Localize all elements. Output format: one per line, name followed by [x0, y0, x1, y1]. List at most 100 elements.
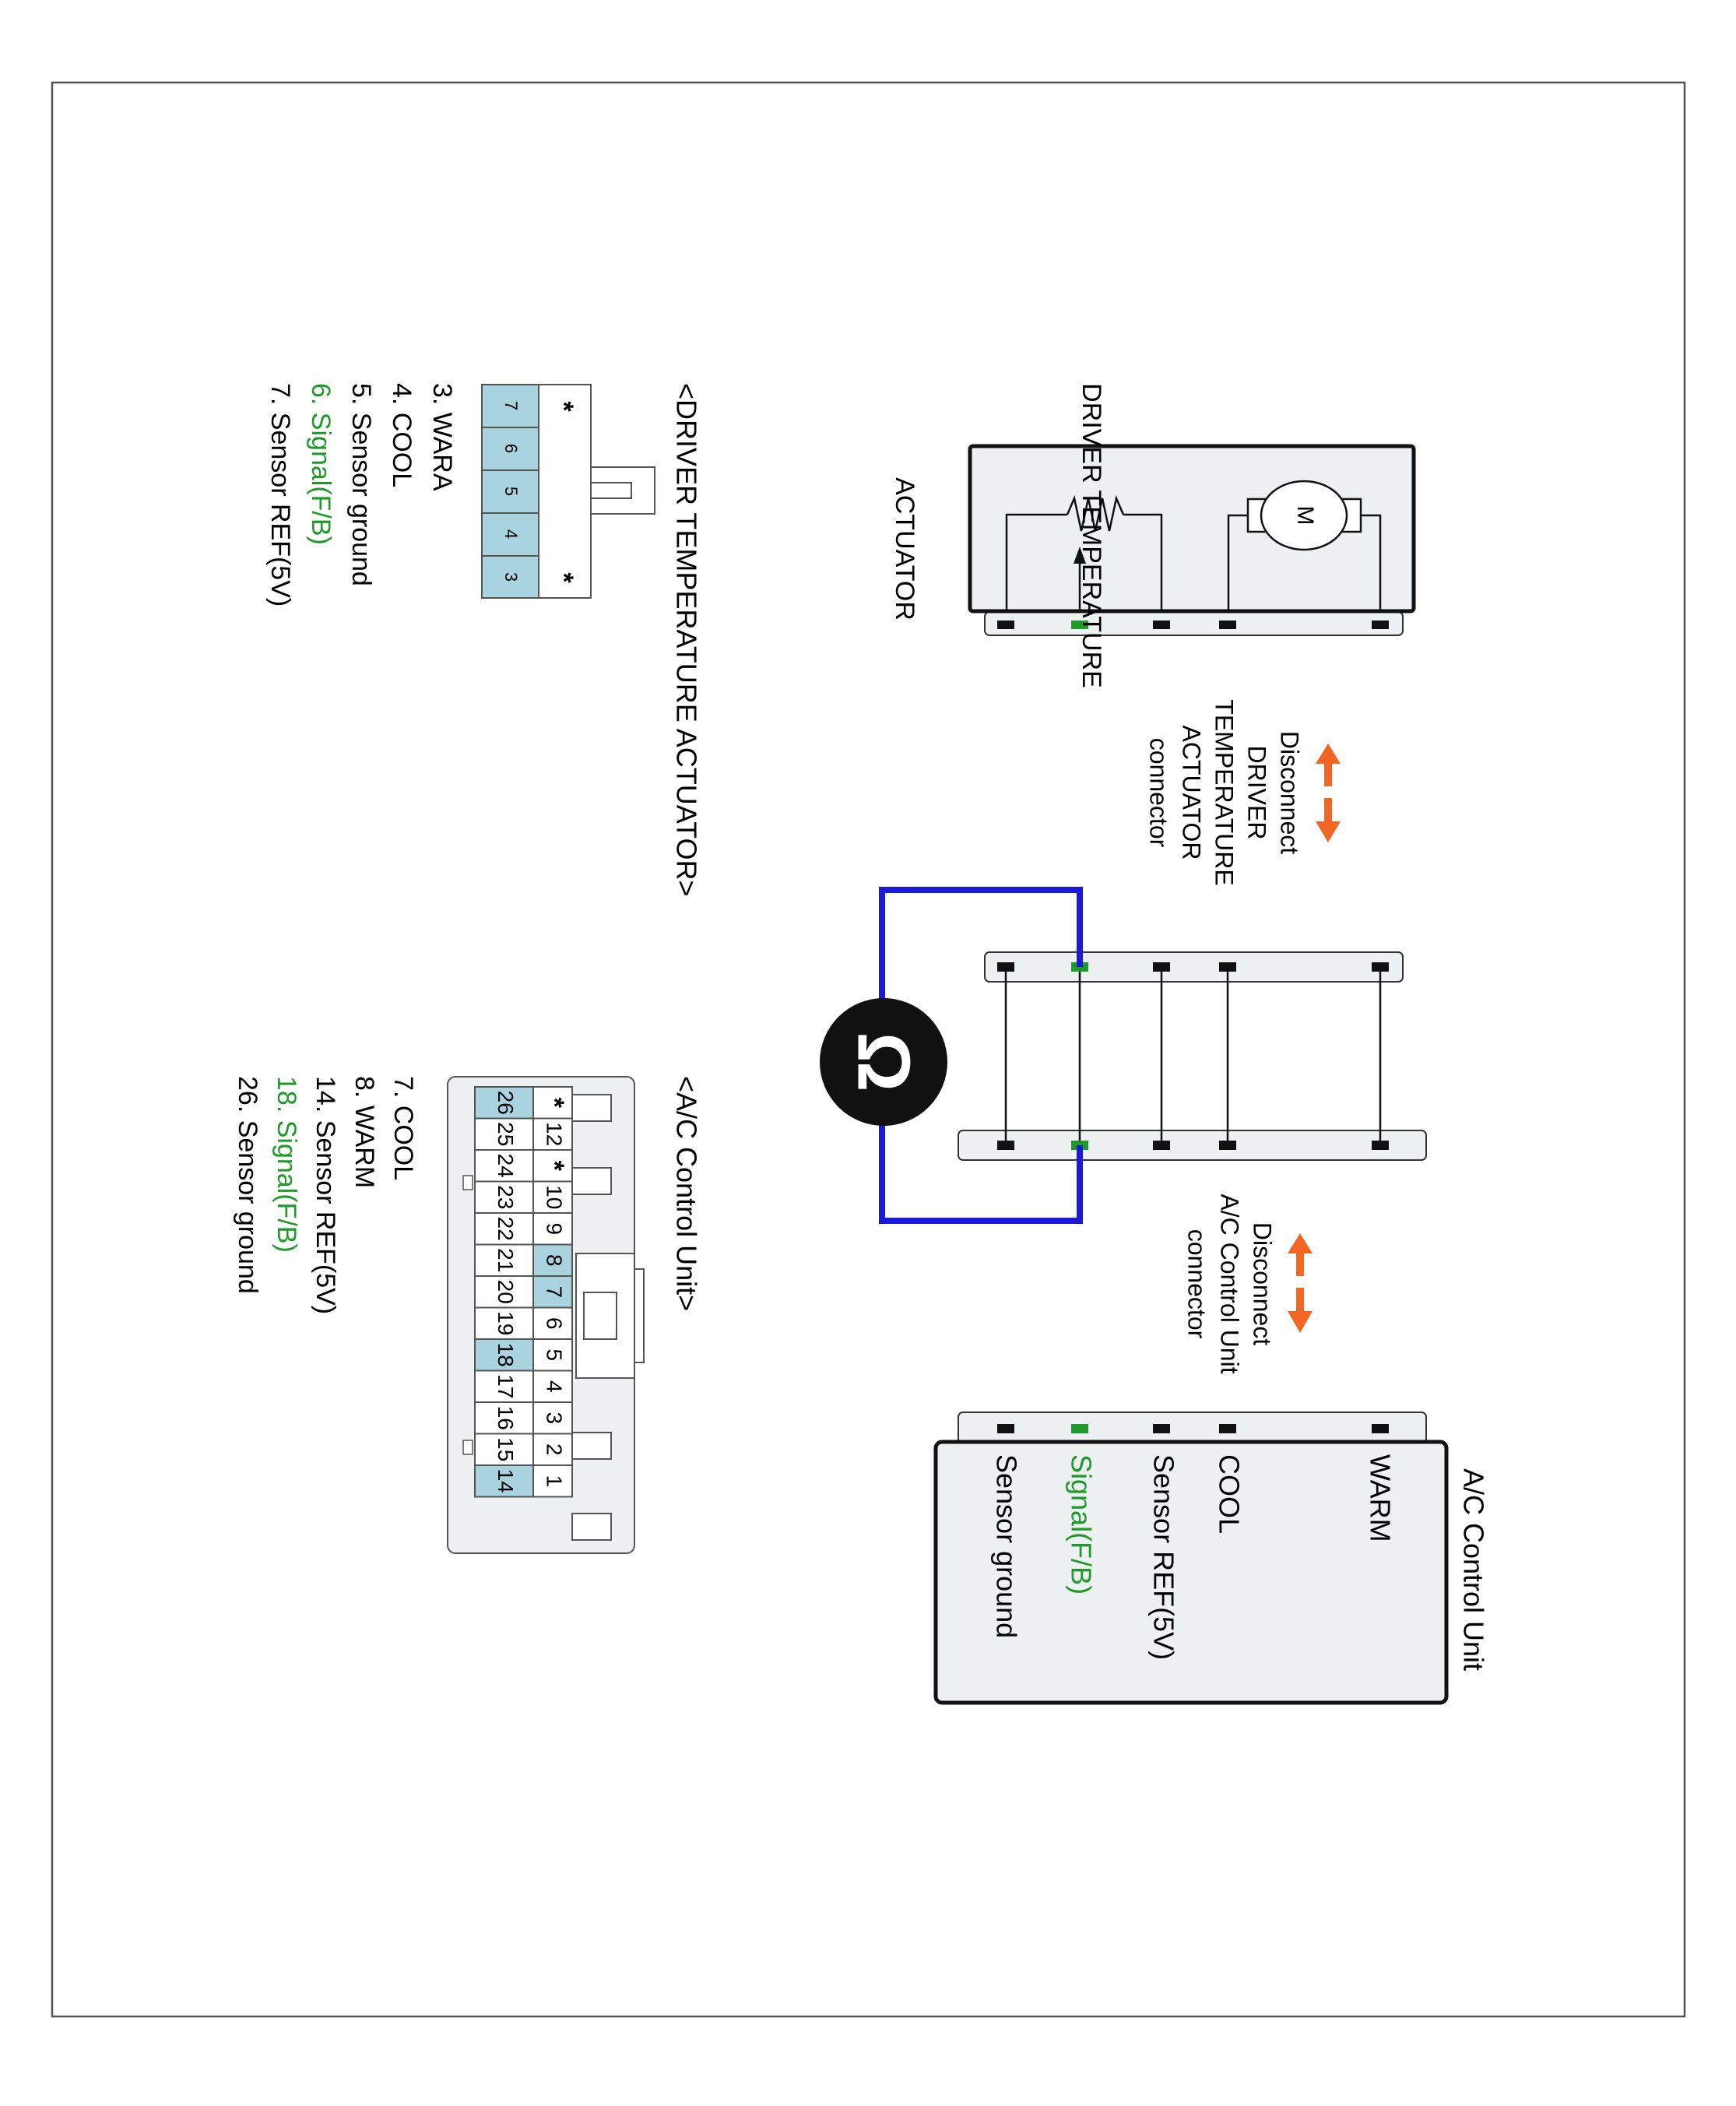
- acu-pin-cell: [474, 1369, 534, 1403]
- acu-pin-cell: [474, 1338, 534, 1372]
- acu-pin-label: 6: [543, 1317, 567, 1330]
- acu-pin-label: 4: [543, 1380, 567, 1393]
- actuator-legend-3: 3. WARA: [427, 383, 457, 491]
- motor-icon: M: [1227, 480, 1382, 612]
- disconnect-acu-note: Disconnect A/C Control Unit connector: [1183, 1194, 1313, 1374]
- acu-pin-label: 24: [494, 1154, 518, 1178]
- acu-pin-label: 18: [494, 1343, 518, 1367]
- actuator-connector-pins: 7 6 5 4 3: [481, 384, 539, 599]
- acu-pin-label: 14: [494, 1469, 518, 1493]
- acu-legend-7: 7. COOL: [388, 1076, 418, 1180]
- acu-legend-18: 18. Signal(F/B): [272, 1076, 301, 1253]
- svg-text:7: 7: [501, 401, 521, 410]
- actuator-legend-7: 7. Sensor REF(5V): [265, 383, 295, 606]
- acu-pin-label: 3: [543, 1412, 567, 1424]
- acu-pin-cell: [532, 1306, 573, 1340]
- disconnect-actuator-line5: connector: [1145, 738, 1173, 848]
- disconnect-acu-line2: A/C Control Unit: [1216, 1194, 1244, 1373]
- acu-pin-cell: [474, 1086, 534, 1120]
- acu-pin-sensor-ground: Sensor ground: [990, 1454, 1022, 1638]
- acu-pin-cell: [474, 1401, 534, 1435]
- actuator-legend-6: 6. Signal(F/B): [306, 383, 336, 545]
- acu-pin-label: 2: [543, 1443, 567, 1456]
- actuator-unit: M DRIVER TEMPERATURE ACTUATOR: [890, 383, 1416, 688]
- acu-pin-label: 25: [494, 1122, 518, 1146]
- ohmmeter-icon: [820, 998, 947, 1126]
- acu-pin-label: 8: [543, 1254, 567, 1267]
- disconnect-acu-line1: Disconnect: [1249, 1222, 1277, 1345]
- actuator-pin-4: [1219, 621, 1236, 629]
- svg-text:6: 6: [501, 444, 521, 453]
- acu-pin-sensor-ref: Sensor REF(5V): [1147, 1454, 1179, 1660]
- actuator-pin-3: [1153, 621, 1170, 629]
- actuator-legend-5: 5. Sensor ground: [346, 383, 376, 586]
- acu-pin-cool: COOL: [1213, 1454, 1245, 1534]
- acu-pin-label: 17: [494, 1374, 518, 1398]
- acu-connector-pins: *12*109876543212625242322212019181716151…: [474, 1086, 573, 1498]
- acu-pin-cell: [532, 1433, 573, 1466]
- acu-title: A/C Control Unit: [1457, 1468, 1489, 1671]
- acu-pin-cell: [474, 1117, 534, 1151]
- actuator-connector-star-bottom: *: [549, 572, 578, 583]
- actuator-pin-2: [1071, 621, 1088, 629]
- acu-pin-cell: [474, 1243, 534, 1277]
- svg-text:3: 3: [501, 572, 521, 582]
- acu-pin-label: 5: [543, 1348, 567, 1361]
- harness-strip-upper: [984, 951, 1404, 983]
- acu-pin-cell: [474, 1464, 534, 1498]
- acu-connector-face: <A/C Control Unit> *12*10987654321262524…: [233, 1076, 702, 1554]
- acu-legend-26: 26. Sensor ground: [233, 1076, 262, 1294]
- acu-pin-label: 15: [494, 1437, 518, 1461]
- acu-pin-label: 10: [543, 1185, 567, 1209]
- acu-pin-label: 26: [494, 1091, 518, 1115]
- acu-pin-label: 21: [494, 1248, 518, 1272]
- acu-pin-label: 23: [494, 1185, 518, 1209]
- acu-pin-label: 22: [494, 1217, 518, 1241]
- disconnect-actuator-note: Disconnect DRIVER TEMPERATURE ACTUATOR c…: [1145, 699, 1341, 886]
- motor-symbol: M: [1292, 506, 1318, 526]
- acu-pin-cell: [474, 1212, 534, 1246]
- test-harness: Ω: [820, 887, 1427, 1224]
- disconnect-acu-line3: connector: [1183, 1229, 1211, 1339]
- disconnect-actuator-line3: TEMPERATURE: [1211, 699, 1239, 885]
- potentiometer-icon: [1005, 494, 1163, 612]
- disconnect-arrow-icon: [1316, 744, 1341, 842]
- acu-legend-14: 14. Sensor REF(5V): [311, 1076, 340, 1314]
- acu-body: [933, 1440, 1449, 1705]
- acu-connector-title: <A/C Control Unit>: [670, 1076, 702, 1311]
- disconnect-acu-arrow-icon: [1288, 1233, 1313, 1333]
- acu-pin-cell: [532, 1212, 573, 1246]
- actuator-connector-title: <DRIVER TEMPERATURE ACTUATOR>: [670, 383, 702, 896]
- actuator-legend-4: 4. COOL: [387, 383, 416, 487]
- acu-pin-label: 12: [543, 1122, 567, 1146]
- acu-pin-warm: WARM: [1364, 1454, 1396, 1542]
- acu-pin-label: 1: [543, 1475, 567, 1487]
- actuator-pin-5: [1372, 621, 1389, 629]
- disconnect-actuator-line2: DRIVER: [1243, 746, 1271, 840]
- acu-legend-8: 8. WARM: [350, 1076, 379, 1188]
- disconnect-actuator-line1: Disconnect: [1276, 731, 1304, 854]
- ohmmeter-symbol: Ω: [842, 1032, 926, 1092]
- acu-pin-label: 20: [494, 1280, 518, 1304]
- acu-pin-label: 9: [543, 1222, 567, 1235]
- acu-pin-cell: [474, 1275, 534, 1309]
- acu-pin-label: 7: [543, 1285, 567, 1298]
- acu-pin-signal: Signal(F/B): [1065, 1454, 1097, 1594]
- acu-box: A/C Control Unit WARM COOL Sensor REF(5V…: [933, 1412, 1489, 1705]
- actuator-pin-1: [997, 621, 1014, 629]
- svg-text:5: 5: [501, 487, 521, 496]
- acu-pin-cell: [474, 1433, 534, 1466]
- disconnect-actuator-line4: ACTUATOR: [1178, 725, 1206, 860]
- acu-pin-label: 19: [494, 1311, 518, 1335]
- actuator-title-line1: DRIVER TEMPERATURE: [1077, 383, 1106, 688]
- actuator-title-line2: ACTUATOR: [890, 477, 919, 621]
- actuator-connector-strip: [984, 611, 1404, 636]
- acu-pin-cell: [532, 1369, 573, 1403]
- outer-frame: [51, 81, 1686, 2018]
- svg-text:4: 4: [501, 529, 521, 539]
- acu-pin-label: 16: [494, 1406, 518, 1430]
- harness-strip-lower: [958, 1130, 1427, 1161]
- actuator-connector-star-top: *: [549, 401, 578, 412]
